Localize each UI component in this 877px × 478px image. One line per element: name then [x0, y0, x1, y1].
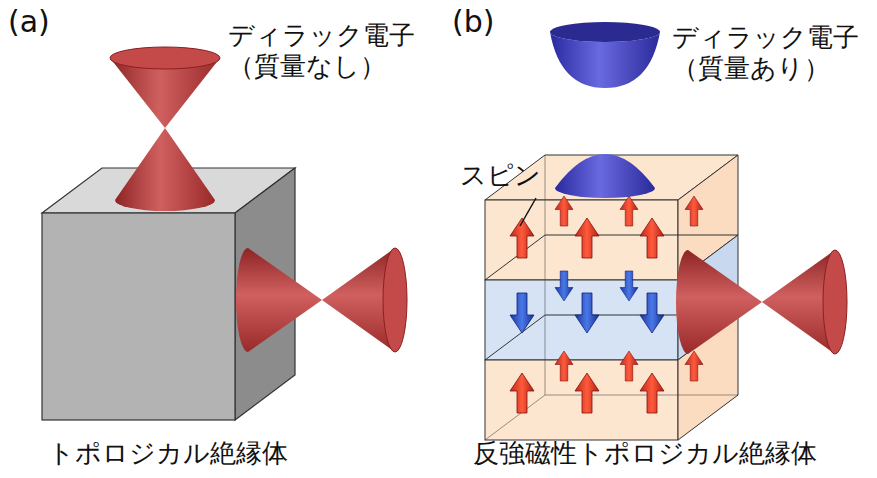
spin-arrow	[685, 351, 703, 381]
spin-arrow	[640, 218, 664, 258]
spin-arrow	[555, 351, 573, 381]
dirac-cone-massless	[110, 47, 220, 211]
callout-text: スピン	[460, 160, 541, 191]
spin-arrow	[640, 293, 664, 333]
leader-line	[520, 198, 536, 226]
panel-label: (a)	[8, 4, 50, 40]
spin-arrow	[575, 218, 599, 258]
dirac-cone-side	[236, 248, 407, 352]
spin-arrow	[555, 271, 573, 301]
spin-arrow	[510, 293, 534, 333]
spin-arrow	[620, 196, 638, 226]
callout-text: ディラック電子 （質量なし）	[228, 20, 428, 82]
caption-label: 反強磁性トポロジカル絶縁体	[473, 438, 817, 469]
spin-arrow	[685, 196, 703, 226]
spin-arrows	[510, 196, 703, 413]
dirac-cone-side-b	[676, 250, 847, 354]
spin-arrow	[555, 196, 573, 226]
spin-arrow	[510, 373, 534, 413]
spin-arrow	[575, 373, 599, 413]
panel-label: (b)	[452, 4, 494, 40]
callout-text: ディラック電子 （質量あり）	[672, 22, 872, 84]
spin-arrow	[640, 373, 664, 413]
spin-arrow	[620, 271, 638, 301]
spin-arrow	[575, 293, 599, 333]
dirac-gapped	[550, 22, 660, 198]
spin-arrow	[620, 351, 638, 381]
caption-label: トポロジカル絶縁体	[48, 438, 288, 469]
